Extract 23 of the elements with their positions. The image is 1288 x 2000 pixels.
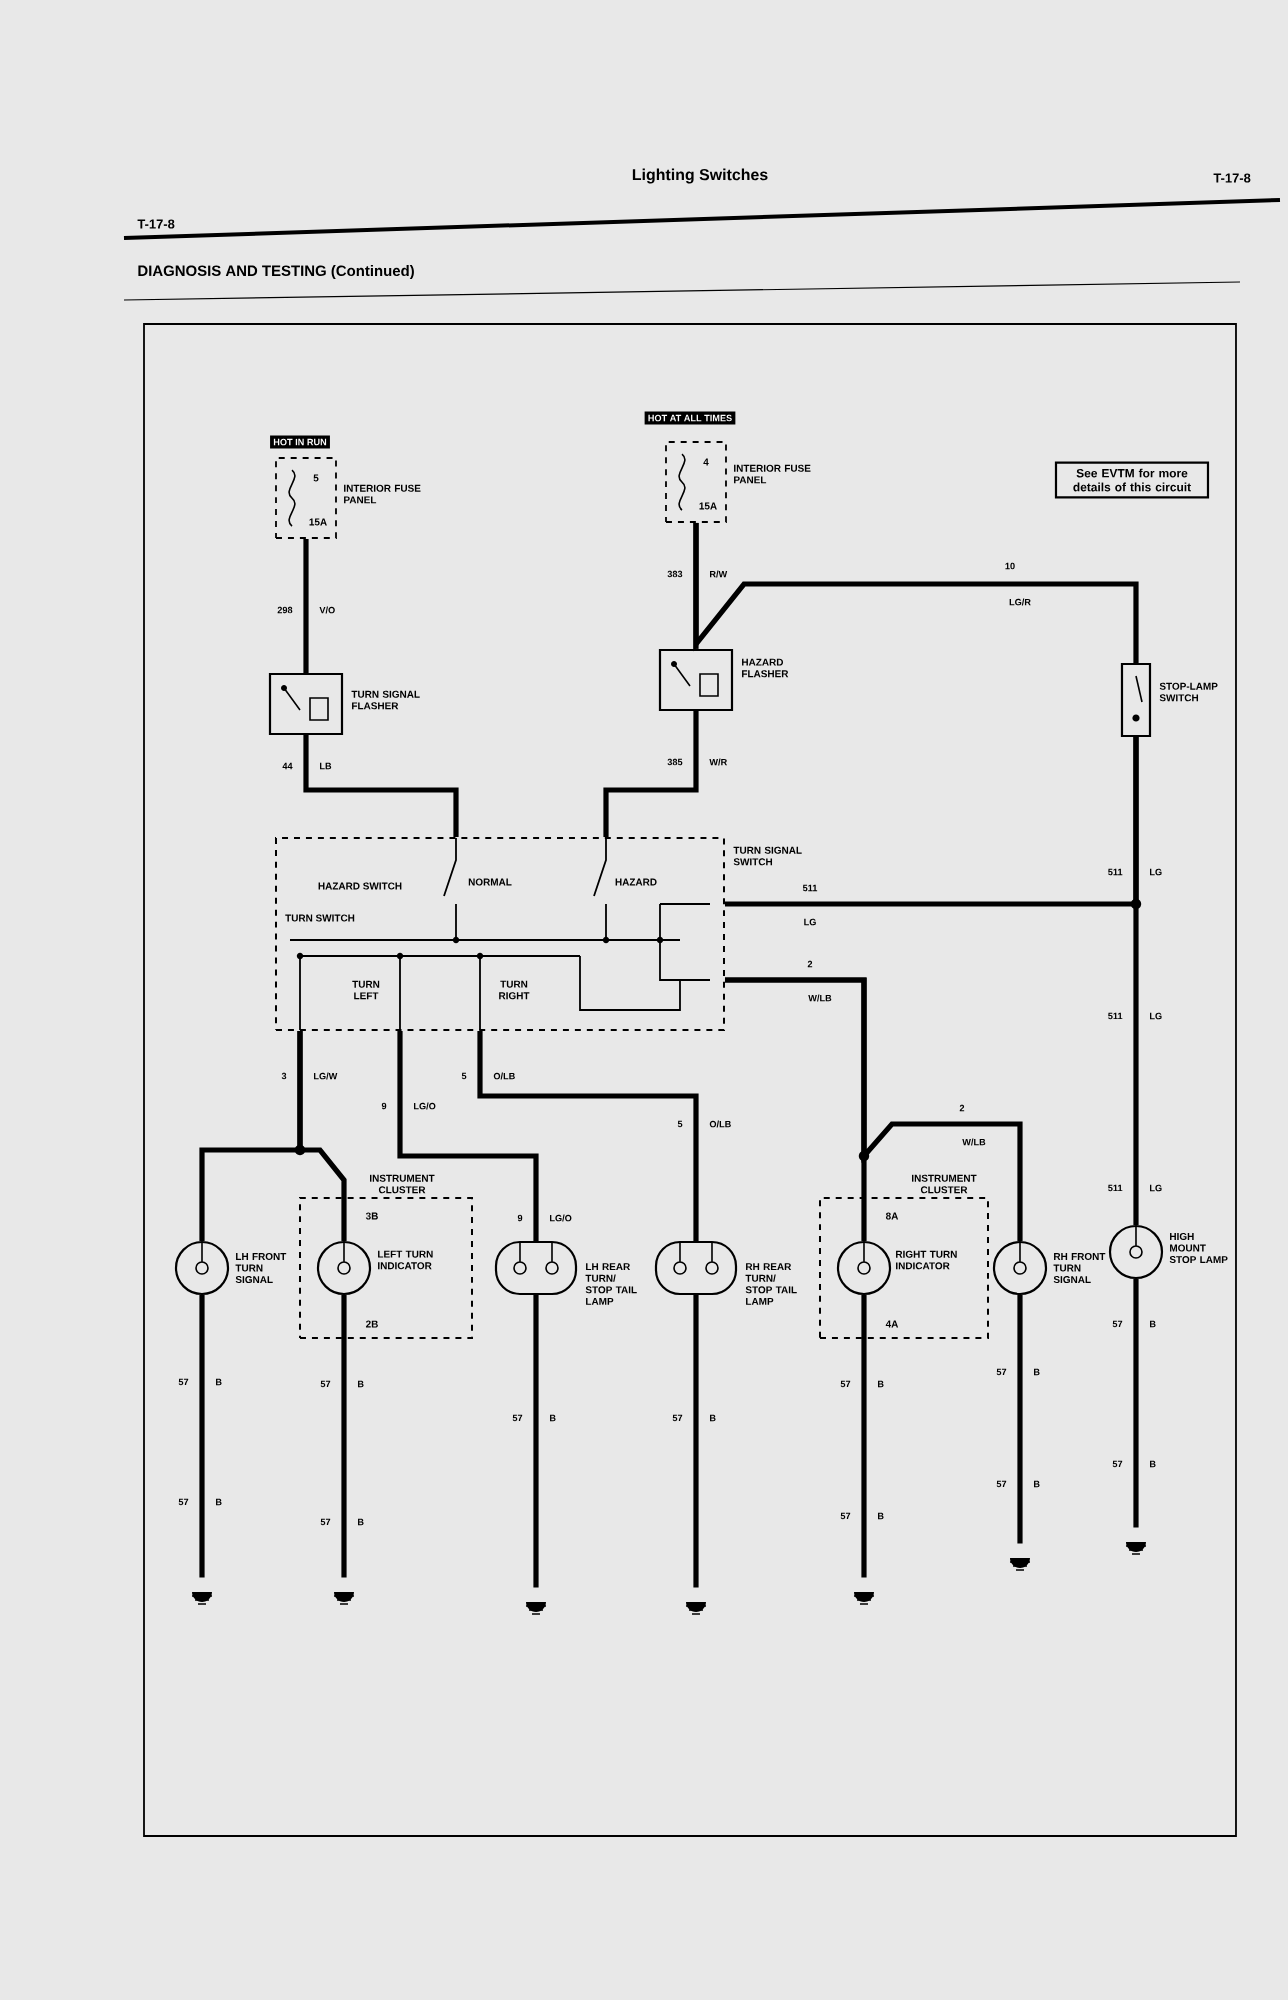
ground-symbol — [853, 1592, 875, 1605]
wire — [533, 1295, 539, 1588]
wire — [693, 1295, 699, 1588]
wire — [693, 522, 1139, 663]
ground-symbol — [1009, 1558, 1031, 1571]
wire — [303, 538, 309, 673]
wire — [1017, 1295, 1023, 1544]
wire — [725, 977, 1023, 1241]
ground-symbol — [1125, 1542, 1147, 1555]
ground-symbol — [333, 1592, 355, 1605]
ground-symbol — [685, 1602, 707, 1615]
wire — [477, 1031, 699, 1241]
ground-symbol — [191, 1592, 213, 1605]
wire — [1133, 737, 1139, 1225]
wire — [603, 711, 699, 837]
wire — [1133, 1279, 1139, 1528]
wire — [861, 1295, 867, 1578]
wire — [397, 1031, 539, 1241]
ground-symbol — [525, 1602, 547, 1615]
wire — [303, 735, 459, 837]
wire — [341, 1295, 347, 1578]
wire — [199, 1031, 303, 1241]
wire — [199, 1295, 205, 1578]
